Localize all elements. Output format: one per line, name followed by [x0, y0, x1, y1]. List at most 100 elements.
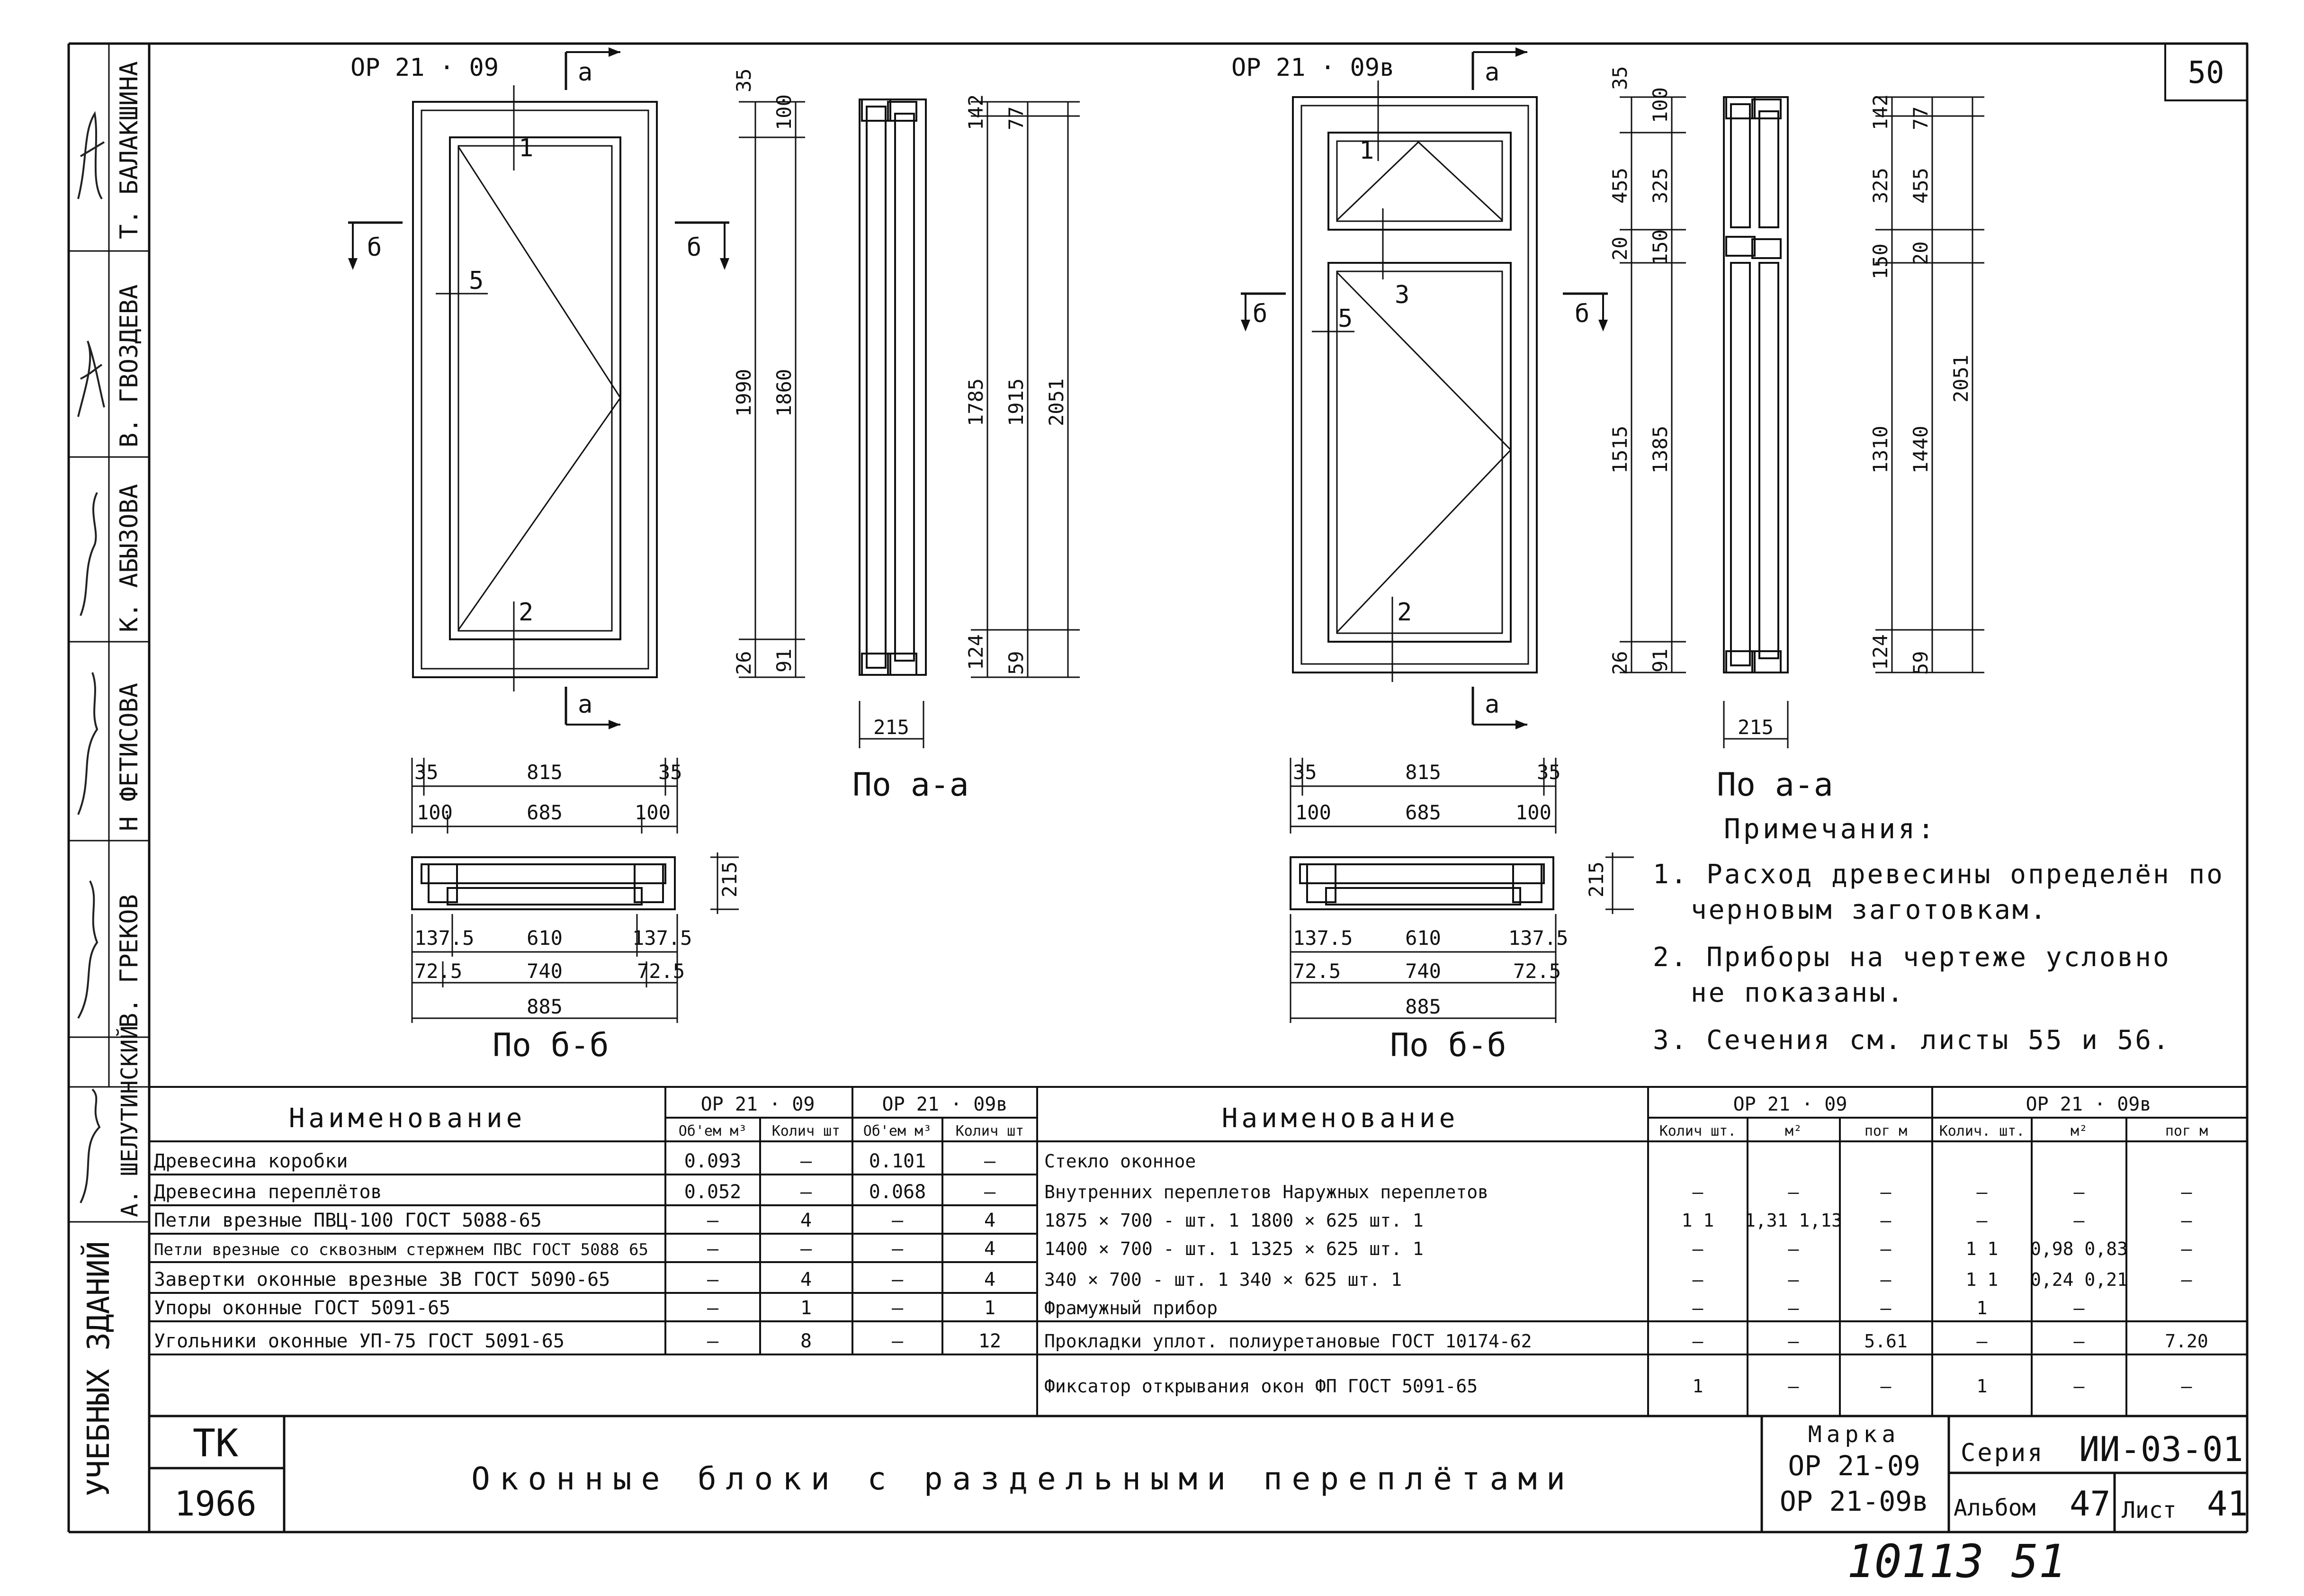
title-block: ТК 1966 Оконные блоки с раздельными пере… [149, 1415, 2248, 1532]
tableR-row-3-col-2: — [1788, 1238, 1799, 1259]
tableR-sub1: Колич шт. [1659, 1123, 1737, 1139]
sheet-frame [67, 42, 2249, 1533]
tableR-row-4-col-3: — [1881, 1269, 1892, 1290]
tableR-row-5-col-2: — [1788, 1298, 1799, 1318]
r-plan-dim-740: 740 [1405, 959, 1441, 983]
dim-100: 100 [772, 94, 796, 130]
tableL-sub3: Об'ем м³ [863, 1123, 932, 1139]
tableL-row-5-col-1: — [707, 1297, 719, 1319]
tableR-row-3-name: 1400 × 700 - шт. 1 1325 × 625 шт. 1 [1044, 1238, 1424, 1259]
r-dim-150b: 150 [1869, 243, 1892, 279]
tableL-row-1-col-4: — [984, 1181, 996, 1203]
tableR-row-7-col-4: 1 [1977, 1376, 1988, 1397]
frame-inner [421, 109, 649, 670]
tableR-row-1-col-1: — [1693, 1182, 1703, 1202]
section-a-bottom-left: а [578, 690, 592, 719]
signature-mark-1 [77, 111, 105, 200]
dim-35: 35 [732, 68, 755, 92]
section-b-left-2: б [687, 233, 701, 262]
tableL-row-4-col-3: — [892, 1269, 904, 1291]
r-dim-100: 100 [1649, 87, 1672, 123]
tableR-row-3-col-4: 1 1 [1966, 1238, 1999, 1259]
tableR-row-2-col-6: — [2181, 1210, 2192, 1231]
tableR-row-6-col-6: 7.20 [2165, 1331, 2208, 1352]
signature-name-2: В. ГВОЗДЕВА [115, 285, 143, 448]
tableR-row-6-col-2: — [1788, 1331, 1799, 1352]
plan-dim-72b: 72.5 [637, 959, 685, 983]
sheet-title: Оконные блоки с раздельными переплётами [471, 1461, 1575, 1497]
r-plan-dim-610: 610 [1405, 926, 1441, 950]
r-dim-1515: 1515 [1608, 426, 1632, 474]
tableL-row-3-col-2: — [800, 1238, 812, 1260]
callout-3-right: 3 [1395, 281, 1409, 309]
series-label: Серия [1961, 1439, 2044, 1467]
tableR-row-0-name: Стекло оконное [1044, 1151, 1196, 1172]
tableL-row-6-col-4: 12 [978, 1330, 1001, 1352]
tableL-sub2: Колич шт [772, 1123, 841, 1139]
r-dim-1440: 1440 [1909, 426, 1932, 474]
dim-1990: 1990 [732, 369, 755, 417]
tableR-row-1-col-5: — [2074, 1182, 2085, 1202]
tableR-row-1-name: Внутренних переплетов Наружных переплето… [1044, 1182, 1488, 1202]
tableR-row-2-col-4: — [1977, 1210, 1988, 1231]
signature-name-3: К. АБЫЗОВА [115, 484, 143, 632]
r-plan-dim-215: 215 [1585, 861, 1608, 897]
tableR-row-4-name: 340 × 700 - шт. 1 340 × 625 шт. 1 [1044, 1269, 1402, 1290]
sheet-number-box: 50 [2164, 43, 2248, 101]
tableR-row-5-col-3: — [1881, 1298, 1892, 1318]
table-materials: Наименование ОР 21 · 09 ОР 21 · 09в Об'е… [149, 1086, 2247, 1416]
side-caption-right: По а-а [1717, 766, 1833, 804]
note-1: 1. Расход древесины определён по [1653, 859, 2224, 890]
r-plan-dim-137b: 137.5 [1508, 926, 1568, 950]
sheet-number-top: 50 [2187, 55, 2224, 90]
tableR-row-3-col-5: 0,98 0,83 [2030, 1238, 2128, 1259]
tableR-group2: ОР 21 · 09в [2026, 1094, 2152, 1115]
section-a-bottom-right: а [1485, 690, 1499, 719]
plan-caption-right: По б-б [1390, 1027, 1506, 1064]
tableR-row-4-col-6: — [2181, 1269, 2192, 1290]
r-dim-1310: 1310 [1869, 426, 1892, 474]
tableL-row-0-col-1: 0.093 [684, 1150, 741, 1172]
r-plan-dim-72b: 72.5 [1513, 959, 1561, 983]
signature-name-6: А. ШЕЛУТИНСКИЙ [116, 1025, 143, 1217]
plan-dim-815: 815 [527, 761, 563, 784]
window-elevation-left: ОР 21 · 09 а 1 5 2 б б а [348, 47, 1080, 804]
tableL-row-1-col-3: 0.068 [869, 1181, 926, 1203]
tableR-row-3-col-6: — [2181, 1238, 2192, 1259]
tableL-header-name: Наименование [289, 1103, 526, 1134]
r-dim-59: 59 [1909, 651, 1932, 675]
tableR-group1: ОР 21 · 09 [1733, 1094, 1847, 1115]
tableR-row-4-col-4: 1 1 [1966, 1269, 1999, 1290]
plan-dim-35b: 35 [658, 761, 682, 784]
signature-scribbles [77, 111, 105, 1203]
opening-symbol [457, 146, 621, 630]
r-plan-dim-100b: 100 [1515, 801, 1551, 824]
series-value: ИИ-03-01 [2079, 1429, 2243, 1469]
tableR-row-7-col-1: 1 [1693, 1376, 1703, 1397]
r-dim-77: 77 [1909, 106, 1932, 130]
r-dim-20: 20 [1608, 236, 1632, 260]
tableR-row-5-col-1: — [1693, 1298, 1703, 1318]
signature-mark-4 [77, 672, 99, 815]
tableR-row-7-col-5: — [2074, 1376, 2085, 1397]
r-dim-142: 142 [1869, 94, 1892, 130]
tableL-row-0-col-4: — [984, 1150, 996, 1172]
tableR-row-2-col-2: 1,31 1,13 [1745, 1210, 1842, 1231]
plan-dim-100b: 100 [635, 801, 671, 824]
album-label: Альбом [1954, 1495, 2035, 1521]
tableL-group1: ОР 21 · 09 [701, 1094, 815, 1115]
tableL-row-2-col-3: — [892, 1210, 904, 1231]
callout-2: 2 [519, 598, 533, 627]
plan-dim-610: 610 [527, 926, 563, 950]
org-code: ТК [193, 1421, 238, 1465]
mark-right: ОР 21 · 09в [1231, 54, 1394, 82]
tableL-row-4-col-2: 4 [800, 1269, 812, 1291]
tableL-row-1-col-2: — [800, 1181, 812, 1203]
callout-2-right: 2 [1397, 598, 1412, 627]
tableL-row-5-name: Упоры оконные ГОСТ 5091-65 [154, 1297, 450, 1319]
r-dim-455b: 455 [1909, 168, 1932, 204]
r-plan-dim-72a: 72.5 [1293, 959, 1341, 983]
